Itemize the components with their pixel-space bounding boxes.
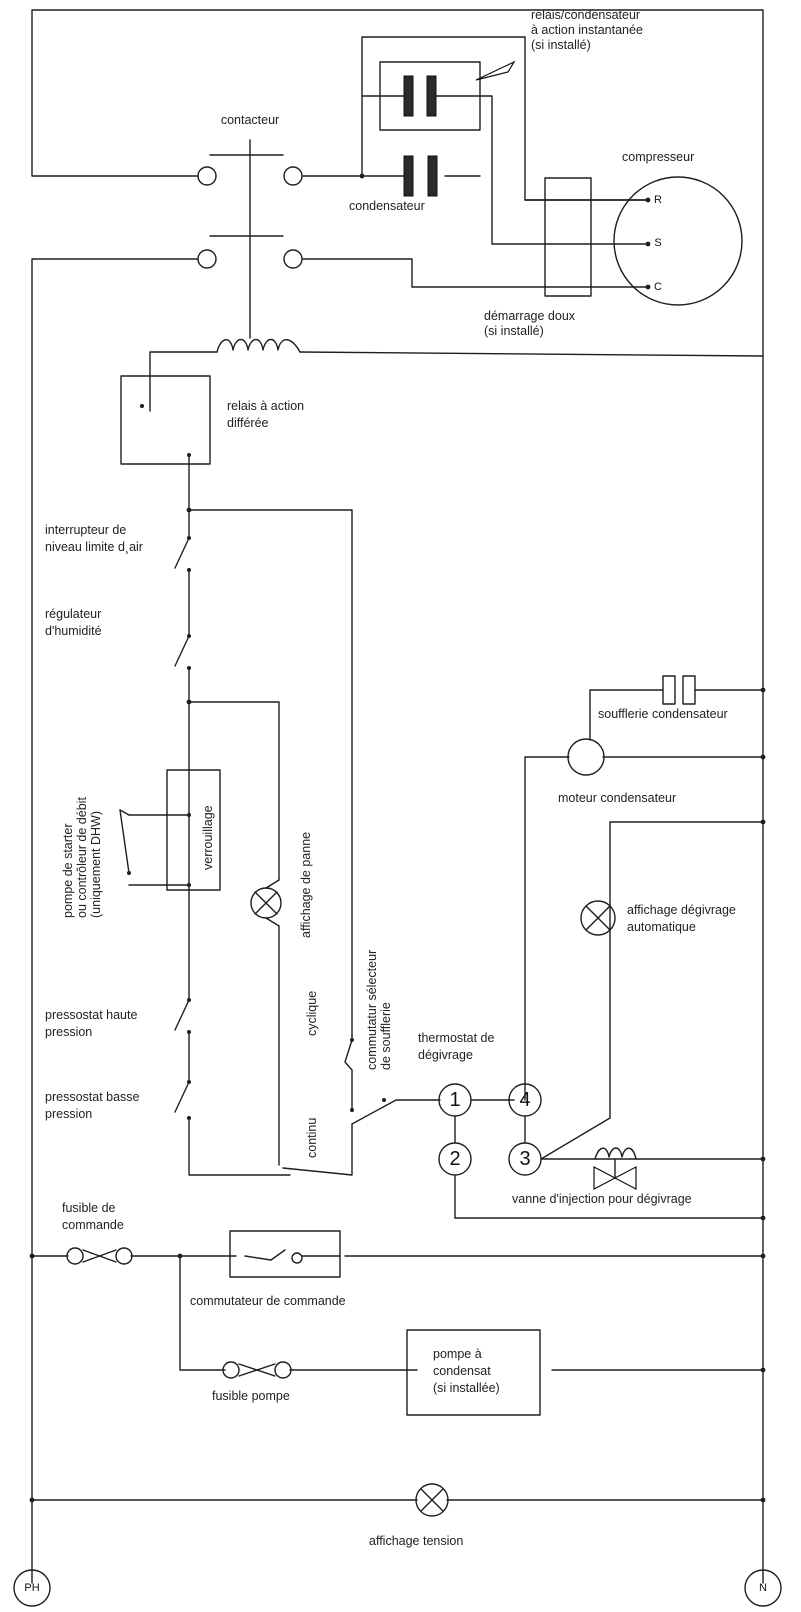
condenser-motor: [567, 738, 605, 776]
terminal-4: 4: [519, 1089, 530, 1111]
label-condensate-pump-3: (si installée): [433, 1381, 500, 1395]
label-defrost-thermostat-2: dégivrage: [418, 1048, 473, 1062]
label-auto-defrost-2: automatique: [627, 920, 696, 934]
label-soft-start: démarrage doux: [484, 309, 576, 323]
label-condensate-pump-2: condensat: [433, 1364, 491, 1378]
delay-relay: [120, 375, 211, 465]
label-capacitor: condensateur: [349, 199, 425, 213]
label-continuous: continu: [305, 1118, 319, 1158]
capacitor: [403, 155, 438, 197]
label-voltage-display: affichage tension: [369, 1534, 463, 1548]
fault-lamp: [250, 879, 282, 927]
interlock-box: [119, 769, 221, 891]
terminal-3: 3: [519, 1148, 530, 1170]
label-control-fuse-2: commande: [62, 1218, 124, 1232]
lp-switch: [174, 1080, 191, 1120]
air-limit-switch: [174, 536, 191, 572]
label-delay-relay-2: différée: [227, 416, 269, 430]
label-condensate-pump: pompe à: [433, 1347, 482, 1361]
humidity-regulator-switch: [174, 634, 191, 670]
fan-selector-switch: [350, 1038, 386, 1112]
label-humidity-2: d'humidité: [45, 624, 102, 638]
label-humidity: régulateur: [45, 607, 101, 621]
label-relay-capacitor-2: à action instantanée: [531, 23, 643, 37]
label-air-limit-2: niveau limite d¸air: [45, 540, 143, 554]
contactor-coil: [216, 338, 301, 353]
ph-terminal: PH: [13, 1569, 51, 1607]
label-condenser-motor: moteur condensateur: [558, 791, 676, 805]
label-fan-selector: commutatur sélecteur: [365, 950, 379, 1070]
label-contactor: contacteur: [221, 113, 279, 127]
label-cyclic: cyclique: [305, 991, 319, 1036]
auto-defrost-lamp: [580, 900, 616, 936]
label-auto-defrost: affichage dégivrage: [627, 903, 736, 917]
label-control-switch: commutateur de commande: [190, 1294, 346, 1308]
voltage-lamp: [415, 1483, 449, 1517]
label-interlock: verrouillage: [201, 805, 215, 870]
label-lp-switch: pressostat basse: [45, 1090, 140, 1104]
label-compressor: compresseur: [622, 150, 694, 164]
terminal-2: 2: [449, 1148, 460, 1170]
label-soft-start-2: (si installé): [484, 324, 544, 338]
labels: relais/condensateur à action instantanée…: [45, 8, 736, 1548]
condensate-pump-box: [406, 1329, 541, 1416]
label-relay-capacitor: relais/condensateur: [531, 8, 640, 22]
label-pump-flow: pompe de starter: [61, 824, 75, 919]
label-condenser-fan: soufflerie condensateur: [598, 707, 728, 721]
control-fuse: [66, 1247, 133, 1265]
n-label: N: [759, 1582, 767, 1594]
label-defrost-thermostat: thermostat de: [418, 1031, 494, 1045]
junction-dots: [29, 173, 766, 1503]
pump-fuse: [222, 1361, 292, 1379]
defrost-thermostat: 1 4 2 3: [438, 1083, 542, 1176]
label-lp-switch-2: pression: [45, 1107, 92, 1121]
label-hp-switch: pressostat haute: [45, 1008, 137, 1022]
terminal-s: S: [654, 237, 661, 249]
n-terminal: N: [744, 1569, 782, 1607]
hp-switch: [174, 998, 191, 1034]
label-hp-switch-2: pression: [45, 1025, 92, 1039]
ph-label: PH: [24, 1582, 39, 1594]
injection-valve: [593, 1147, 637, 1190]
label-pump-flow-3: (uniquement DHW): [89, 811, 103, 918]
soft-start-box: [524, 177, 649, 297]
label-delay-relay: relais à action: [227, 399, 304, 413]
label-control-fuse: fusible de: [62, 1201, 116, 1215]
instant-relay-capacitor: [379, 60, 516, 131]
condenser-fan-capacitor: [662, 675, 696, 705]
contactor: [197, 166, 303, 269]
wires: [31, 9, 764, 1584]
label-pump-flow-2: ou contrôleur de débit: [75, 797, 89, 918]
terminal-c: C: [654, 281, 662, 293]
terminal-1: 1: [449, 1089, 460, 1111]
label-fan-selector-2: de soufflerie: [379, 1002, 393, 1070]
label-air-limit: interrupteur de: [45, 523, 126, 537]
label-fault-display: affichage de panne: [299, 832, 313, 938]
label-relay-capacitor-3: (si installé): [531, 38, 591, 52]
control-switch: [229, 1230, 341, 1278]
label-injection-valve: vanne d'injection pour dégivrage: [512, 1192, 692, 1206]
label-pump-fuse: fusible pompe: [212, 1389, 290, 1403]
terminal-r: R: [654, 194, 662, 206]
compressor: R S C: [613, 176, 743, 306]
